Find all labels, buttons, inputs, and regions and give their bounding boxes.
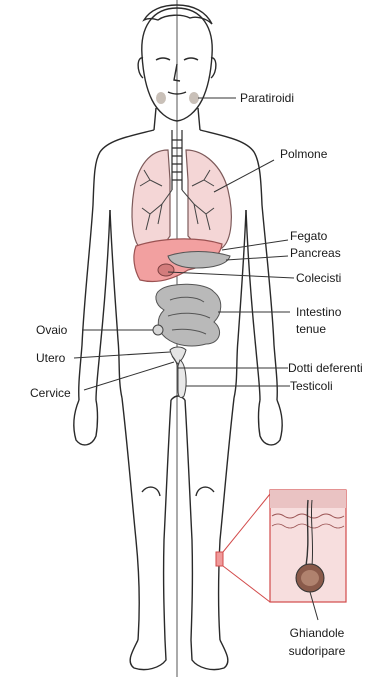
ovary xyxy=(153,325,163,335)
sweat-gland-inset xyxy=(223,490,346,602)
label-paratiroidi: Paratiroidi xyxy=(240,91,294,105)
label-ovaio: Ovaio xyxy=(36,323,67,337)
testicle xyxy=(178,360,186,398)
gallbladder xyxy=(158,264,174,276)
paratiroidi-mark-right xyxy=(189,92,199,104)
label-intestino-line1: Intestino xyxy=(296,305,341,319)
label-pancreas: Pancreas xyxy=(290,246,341,260)
leader-utero xyxy=(74,352,170,358)
lung-left xyxy=(132,150,170,249)
lung-right xyxy=(186,150,231,249)
label-cervice: Cervice xyxy=(30,386,71,400)
label-fegato: Fegato xyxy=(290,229,327,243)
leader-fegato xyxy=(222,240,288,250)
label-utero: Utero xyxy=(36,351,65,365)
label-dotti-deferenti: Dotti deferenti xyxy=(288,361,363,375)
label-colecisti: Colecisti xyxy=(296,271,341,285)
label-intestino-line2: tenue xyxy=(296,322,326,336)
small-intestine xyxy=(156,284,221,346)
uterus xyxy=(170,347,186,364)
label-ghiandole-line2: sudoripare xyxy=(276,644,358,658)
leader-pancreas xyxy=(226,256,288,260)
label-testicoli: Testicoli xyxy=(290,379,333,393)
paratiroidi-mark-left xyxy=(156,92,166,104)
leader-colecisti xyxy=(168,272,294,278)
label-ghiandole-line1: Ghiandole xyxy=(276,626,358,640)
label-polmone: Polmone xyxy=(280,147,327,161)
sweat-gland-marker xyxy=(216,552,223,566)
